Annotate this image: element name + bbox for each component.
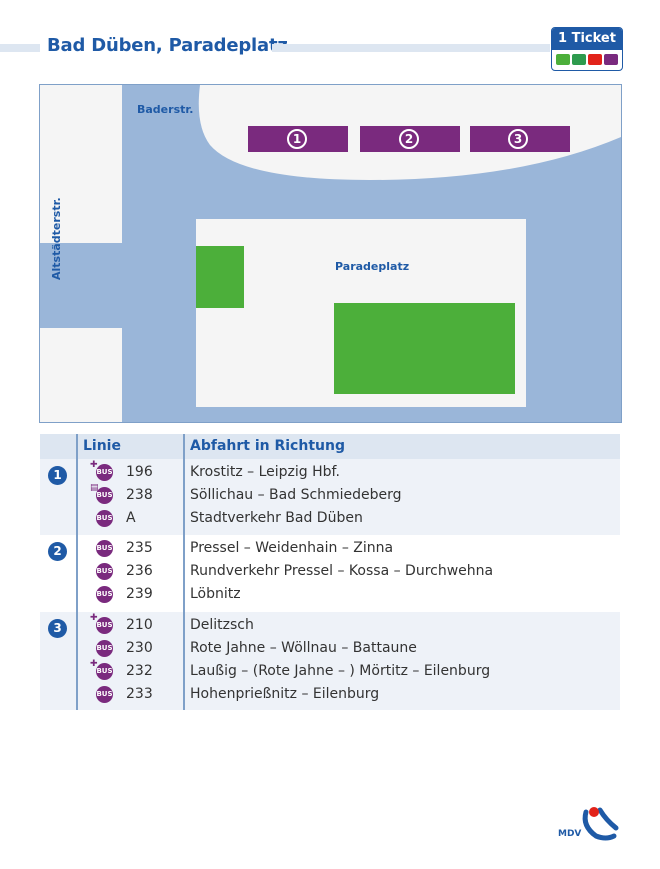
- column-divider: [76, 535, 78, 612]
- header-rule-right: [272, 44, 550, 52]
- stop-group-3: 3 ✚ BUS 210 Delitzsch BUS 230 Rote Jahne…: [40, 612, 620, 710]
- green-area-small: [196, 246, 244, 308]
- bus-icon: BUS: [96, 640, 113, 657]
- city-block-northwest: [40, 85, 122, 243]
- table-row: BUS 235 Pressel – Weidenhain – Zinna: [40, 537, 620, 560]
- bus-icon: BUS: [96, 510, 113, 527]
- plus-flag-icon: ✚: [90, 659, 98, 669]
- header-richtung: Abfahrt in Richtung: [190, 438, 345, 454]
- line-number: 210: [126, 617, 153, 633]
- stop-badge: 1: [48, 466, 67, 485]
- column-divider: [183, 612, 185, 710]
- header-rule-left: [0, 44, 40, 52]
- destination: Löbnitz: [190, 586, 241, 602]
- stop-group-1: 1 ✚ BUS 196 Krostitz – Leipzig Hbf. ▤ BU…: [40, 459, 620, 535]
- bus-icon: BUS: [96, 663, 113, 680]
- stop-badge: 2: [48, 542, 67, 561]
- tram-mode-icon: [556, 54, 570, 65]
- street-label-altstaedterstr: Altstädterstr.: [50, 197, 63, 280]
- header-linie: Linie: [83, 438, 121, 454]
- table-header: Linie Abfahrt in Richtung: [40, 434, 620, 459]
- bus-mode-icon: [604, 54, 618, 65]
- table-row: BUS 233 Hohenprießnitz – Eilenburg: [40, 683, 620, 706]
- ticket-badge: 1 Ticket: [551, 27, 623, 71]
- table-row: ✚ BUS 232 Laußig – (Rote Jahne – ) Mörti…: [40, 660, 620, 683]
- destination: Söllichau – Bad Schmiedeberg: [190, 487, 402, 503]
- mdv-logo-mark: MDV: [558, 807, 619, 841]
- table-row: BUS 239 Löbnitz: [40, 583, 620, 606]
- map-drawing: 1 2 3: [40, 85, 621, 422]
- column-divider: [183, 434, 185, 459]
- column-divider: [76, 459, 78, 535]
- table-row: ▤ BUS 238 Söllichau – Bad Schmiedeberg: [40, 484, 620, 507]
- bus-icon: BUS: [96, 563, 113, 580]
- column-divider: [76, 434, 78, 459]
- bus-icon: BUS: [96, 586, 113, 603]
- stop-badge: 3: [48, 619, 67, 638]
- plus-flag-icon: ✚: [90, 460, 98, 470]
- table-row: BUS 236 Rundverkehr Pressel – Kossa – Du…: [40, 560, 620, 583]
- destination: Krostitz – Leipzig Hbf.: [190, 464, 340, 480]
- destination: Pressel – Weidenhain – Zinna: [190, 540, 394, 556]
- ticket-label: 1 Ticket: [552, 28, 622, 50]
- line-number: 233: [126, 686, 153, 702]
- bus-icon: BUS: [96, 487, 113, 504]
- bus-icon: BUS: [96, 464, 113, 481]
- table-row: BUS A Stadtverkehr Bad Düben: [40, 507, 620, 530]
- bus-icon: BUS: [96, 686, 113, 703]
- bus-icon: BUS: [96, 617, 113, 634]
- line-number: A: [126, 510, 136, 526]
- destination: Stadtverkehr Bad Düben: [190, 510, 363, 526]
- green-area-large: [334, 303, 515, 394]
- table-row: ✚ BUS 210 Delitzsch: [40, 614, 620, 637]
- line-number: 196: [126, 464, 153, 480]
- destination: Laußig – (Rote Jahne – ) Mörtitz – Eilen…: [190, 663, 491, 679]
- destination: Delitzsch: [190, 617, 254, 633]
- stop-number-1: 1: [293, 132, 301, 146]
- stop-number-3: 3: [514, 132, 522, 146]
- ticket-mode-icons: [552, 54, 622, 65]
- column-divider: [183, 535, 185, 612]
- departure-table: Linie Abfahrt in Richtung 1 ✚ BUS 196 Kr…: [40, 434, 620, 710]
- destination: Rundverkehr Pressel – Kossa – Durchwehna: [190, 563, 494, 579]
- table-row: BUS 230 Rote Jahne – Wöllnau – Battaune: [40, 637, 620, 660]
- mdv-logo: MDV: [556, 804, 624, 844]
- line-number: 236: [126, 563, 153, 579]
- sbahn-mode-icon: [572, 54, 586, 65]
- stop-marker-1: [287, 129, 307, 149]
- column-divider: [183, 459, 185, 535]
- line-number: 230: [126, 640, 153, 656]
- stop-area-map: 1 2 3 Baderstr. Paradeplatz Altstädterst…: [39, 84, 622, 423]
- stop-marker-2: [399, 129, 419, 149]
- calendar-flag-icon: ▤: [90, 483, 99, 493]
- stop-number-2: 2: [405, 132, 413, 146]
- stop-marker-3: [508, 129, 528, 149]
- destination: Rote Jahne – Wöllnau – Battaune: [190, 640, 417, 656]
- column-divider: [76, 612, 78, 710]
- mdv-logo-text: MDV: [558, 829, 581, 839]
- street-label-baderstr: Baderstr.: [137, 103, 194, 116]
- train-mode-icon: [588, 54, 602, 65]
- page-title: Bad Düben, Paradeplatz: [47, 35, 288, 56]
- line-number: 238: [126, 487, 153, 503]
- line-number: 232: [126, 663, 153, 679]
- bus-icon: BUS: [96, 540, 113, 557]
- table-row: ✚ BUS 196 Krostitz – Leipzig Hbf.: [40, 461, 620, 484]
- place-label-paradeplatz: Paradeplatz: [335, 260, 410, 273]
- stop-group-2: 2 BUS 235 Pressel – Weidenhain – Zinna B…: [40, 535, 620, 612]
- destination: Hohenprießnitz – Eilenburg: [190, 686, 380, 702]
- plus-flag-icon: ✚: [90, 613, 98, 623]
- line-number: 235: [126, 540, 153, 556]
- line-number: 239: [126, 586, 153, 602]
- city-block-southwest: [40, 328, 122, 422]
